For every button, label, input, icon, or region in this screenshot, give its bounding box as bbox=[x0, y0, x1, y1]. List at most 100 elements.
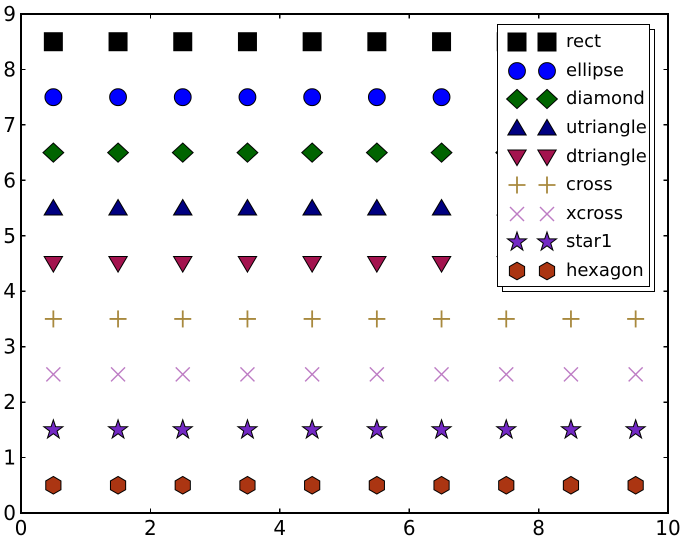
x-tick-label: 4 bbox=[273, 516, 286, 540]
legend-entry-utriangle: utriangle bbox=[503, 114, 649, 143]
marker-rect bbox=[237, 32, 257, 52]
marker-xcross bbox=[45, 366, 61, 382]
diamond-marker-icon bbox=[505, 89, 559, 110]
y-tick-label: 7 bbox=[3, 113, 16, 137]
marker-dtriangle bbox=[431, 256, 452, 274]
marker-dtriangle bbox=[302, 256, 323, 274]
x-tick-label: 10 bbox=[655, 516, 680, 540]
marker-ellipse bbox=[109, 88, 127, 107]
marker-rect bbox=[367, 32, 387, 52]
marker-star1 bbox=[301, 418, 324, 440]
marker-diamond bbox=[236, 142, 259, 163]
legend-label-diamond: diamond bbox=[566, 88, 645, 110]
marker-utriangle bbox=[237, 198, 258, 216]
rect-marker-icon bbox=[507, 32, 527, 52]
legend-label-utriangle: utriangle bbox=[566, 117, 647, 139]
legend-label-dtriangle: dtriangle bbox=[566, 145, 647, 167]
legend-entry-star1: star1 bbox=[503, 228, 649, 257]
xcross-marker-icon bbox=[509, 206, 525, 222]
marker-hexagon bbox=[368, 475, 385, 495]
hexagon-marker-icon bbox=[538, 261, 556, 281]
marker-rect bbox=[43, 32, 63, 52]
dtriangle-marker-icon bbox=[506, 149, 558, 167]
legend: rect ellipse diamond utriangle dtriangle cros… bbox=[497, 24, 650, 287]
marker-xcross bbox=[434, 366, 450, 382]
marker-star1 bbox=[107, 418, 130, 440]
y-tick-label: 5 bbox=[3, 224, 16, 248]
marker-diamond bbox=[106, 142, 130, 163]
ellipse-marker-icon bbox=[508, 61, 556, 80]
marker-diamond bbox=[171, 142, 194, 163]
marker-utriangle bbox=[43, 198, 64, 216]
marker-ellipse bbox=[432, 88, 451, 107]
marker-hexagon bbox=[498, 475, 515, 495]
marker-rect bbox=[173, 32, 193, 52]
marker-ellipse bbox=[44, 88, 63, 107]
y-tick-label: 4 bbox=[3, 279, 16, 303]
legend-entry-hexagon: hexagon bbox=[503, 257, 649, 286]
marker-diamond bbox=[42, 142, 65, 163]
marker-utriangle bbox=[107, 198, 129, 216]
legend-entry-xcross: xcross bbox=[503, 200, 649, 229]
utriangle-marker-icon bbox=[506, 118, 528, 136]
cross-marker-icon bbox=[508, 176, 556, 194]
diamond-marker-icon bbox=[505, 89, 529, 110]
marker-star1 bbox=[430, 418, 453, 440]
legend-entry-cross: cross bbox=[503, 171, 649, 200]
marker-star1 bbox=[42, 418, 65, 440]
marker-xcross bbox=[110, 366, 126, 382]
diamond-marker-icon bbox=[535, 89, 559, 110]
dtriangle-marker-icon bbox=[506, 149, 528, 167]
legend-label-hexagon: hexagon bbox=[566, 260, 644, 282]
marker-hexagon bbox=[174, 475, 191, 495]
star1-marker-icon bbox=[505, 230, 529, 252]
y-tick-label: 8 bbox=[3, 57, 16, 81]
y-tick-label: 2 bbox=[3, 390, 16, 414]
marker-xcross bbox=[304, 366, 320, 382]
marker-dtriangle bbox=[237, 256, 258, 274]
marker-hexagon bbox=[562, 475, 580, 495]
marker-xcross bbox=[628, 366, 644, 382]
hexagon-marker-icon bbox=[508, 261, 556, 281]
x-tick-label: 0 bbox=[15, 516, 28, 540]
marker-dtriangle bbox=[366, 256, 387, 274]
marker-star1 bbox=[236, 418, 259, 440]
marker-ellipse bbox=[173, 88, 192, 107]
marker-dtriangle bbox=[43, 256, 64, 274]
marker-xcross bbox=[175, 366, 191, 382]
marker-rect bbox=[302, 32, 322, 52]
marker-rect bbox=[108, 32, 128, 52]
marker-hexagon bbox=[433, 475, 450, 495]
marker-xcross bbox=[239, 366, 255, 382]
legend-entry-diamond: diamond bbox=[503, 85, 649, 114]
ellipse-marker-icon bbox=[508, 61, 526, 80]
marker-rect bbox=[432, 32, 452, 52]
legend-label-rect: rect bbox=[566, 31, 602, 53]
y-tick-label: 0 bbox=[3, 501, 16, 525]
xcross-marker-icon bbox=[509, 206, 555, 222]
x-tick-label: 6 bbox=[403, 516, 416, 540]
marker-utriangle bbox=[366, 198, 387, 216]
marker-hexagon bbox=[45, 475, 62, 495]
marker-xcross bbox=[563, 366, 579, 382]
hexagon-marker-icon bbox=[508, 261, 526, 281]
y-tick-label: 1 bbox=[3, 446, 16, 470]
legend-label-xcross: xcross bbox=[566, 202, 624, 224]
star1-marker-icon bbox=[535, 230, 559, 252]
marker-diamond bbox=[430, 142, 453, 163]
dtriangle-marker-icon bbox=[536, 149, 558, 167]
utriangle-marker-icon bbox=[536, 118, 558, 136]
marker-hexagon bbox=[239, 475, 256, 495]
marker-star1 bbox=[171, 418, 194, 440]
legend-label-cross: cross bbox=[566, 174, 613, 196]
marker-utriangle bbox=[172, 198, 193, 216]
marker-utriangle bbox=[431, 198, 452, 216]
x-tick-label: 2 bbox=[144, 516, 157, 540]
marker-star1 bbox=[365, 418, 388, 440]
y-tick-label: 3 bbox=[3, 335, 16, 359]
marker-xcross bbox=[498, 366, 514, 382]
marker-dtriangle bbox=[107, 256, 129, 274]
marker-ellipse bbox=[303, 88, 322, 107]
legend-label-ellipse: ellipse bbox=[566, 59, 624, 81]
rect-marker-icon bbox=[537, 32, 557, 52]
